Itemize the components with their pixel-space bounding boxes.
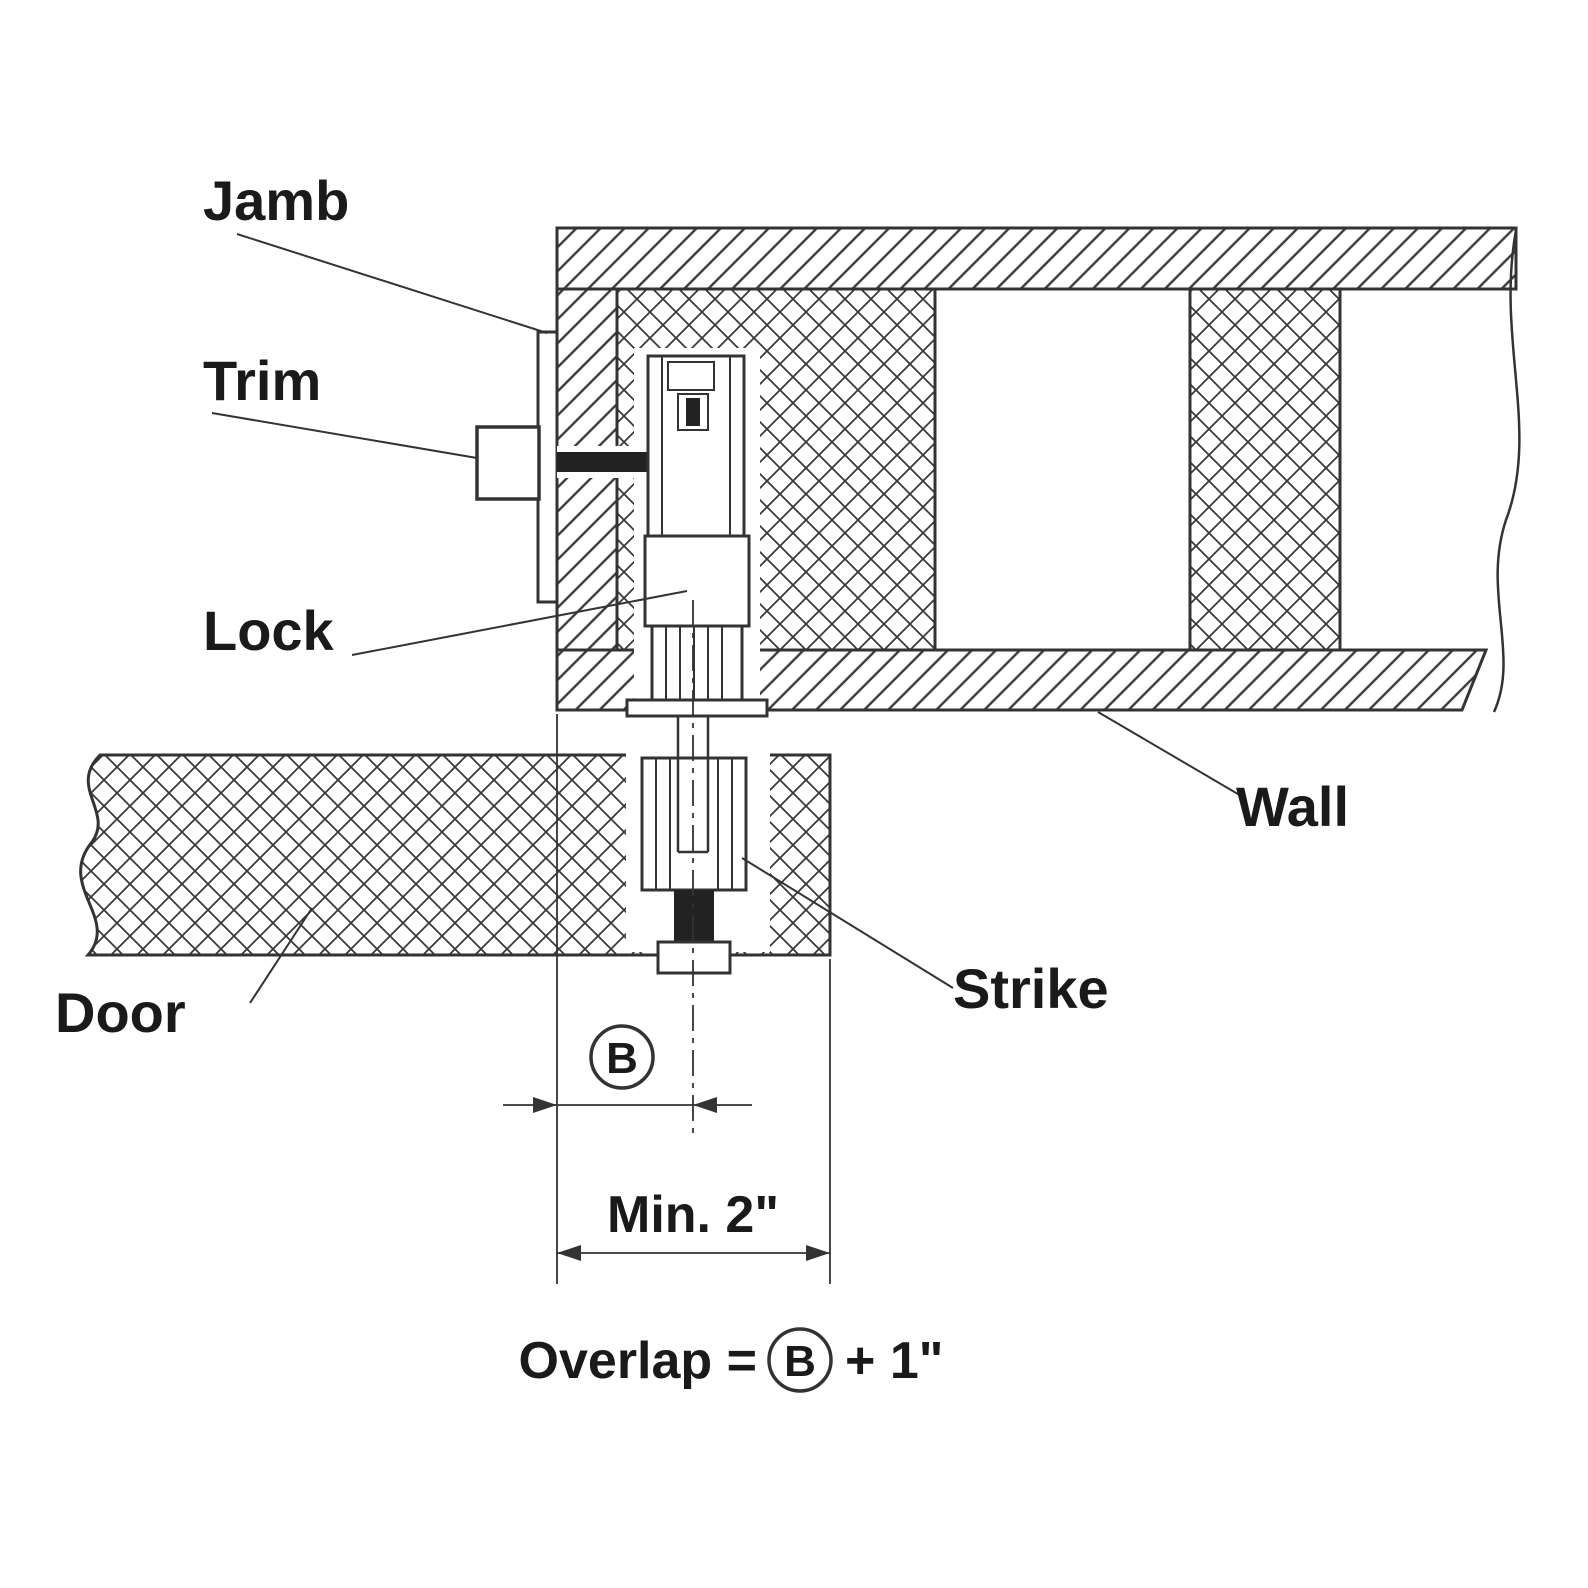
wall-bottom-plate — [555, 648, 1489, 712]
dim-b-arrow-right — [693, 1097, 717, 1113]
wall-structure — [555, 226, 1521, 713]
dim-b-circle — [589, 1024, 655, 1090]
lock-leader-line — [351, 590, 688, 656]
leader-lines — [211, 233, 1244, 1004]
door-label: Door — [55, 981, 186, 1044]
jamb-label: Jamb — [203, 169, 349, 232]
lock-housing — [646, 354, 746, 538]
lock-flange — [625, 698, 769, 718]
trim-leader-line — [211, 412, 478, 459]
wall-leader-line — [1097, 711, 1244, 798]
overlap-prefix: Overlap = — [519, 1332, 757, 1390]
dim-min2-arrow-left — [557, 1245, 581, 1261]
strike-cap — [656, 940, 732, 975]
dim-min2-arrow-right — [806, 1245, 830, 1261]
dim-b-arrow-left — [533, 1097, 557, 1113]
overlap-b-symbol: B — [784, 1337, 816, 1386]
wall-label: Wall — [1236, 775, 1349, 838]
wall-top-plate — [555, 226, 1518, 291]
strike-fins — [655, 758, 733, 890]
strike-thread — [674, 890, 714, 942]
lock-keyway-slot — [686, 398, 700, 426]
dimension-min2: Min. 2" — [557, 1186, 830, 1261]
trim-label: Trim — [203, 349, 321, 412]
jamb-leader-line — [236, 233, 548, 334]
lock-case — [643, 534, 751, 628]
overlap-b-circle — [767, 1327, 833, 1393]
strike-body — [640, 756, 748, 892]
lock-top-detail — [667, 361, 715, 391]
door-leader-line — [249, 907, 313, 1004]
overlap-suffix: + 1" — [845, 1332, 943, 1390]
lock-bolt — [676, 716, 710, 762]
overlap-formula: Overlap = B + 1" — [519, 1327, 943, 1393]
lock-assembly — [625, 354, 769, 762]
lock-label: Lock — [203, 599, 335, 662]
strike-bolt-pocket — [676, 758, 710, 854]
dimension-b: B — [503, 1024, 752, 1113]
wall-break-line — [1492, 229, 1521, 713]
trim-knob — [475, 425, 541, 501]
strike-leader-line — [741, 857, 954, 989]
wall-blocking-right — [1188, 287, 1342, 652]
dim-b-label: B — [606, 1034, 638, 1083]
lock-cylinder-fins — [665, 626, 723, 700]
jamb-face-plate — [536, 330, 559, 604]
strike-assembly — [640, 756, 748, 975]
lock-keyway-frame — [677, 393, 709, 431]
dim-min2-label: Min. 2" — [607, 1186, 779, 1244]
spindle — [557, 452, 652, 472]
strike-label: Strike — [953, 957, 1109, 1020]
